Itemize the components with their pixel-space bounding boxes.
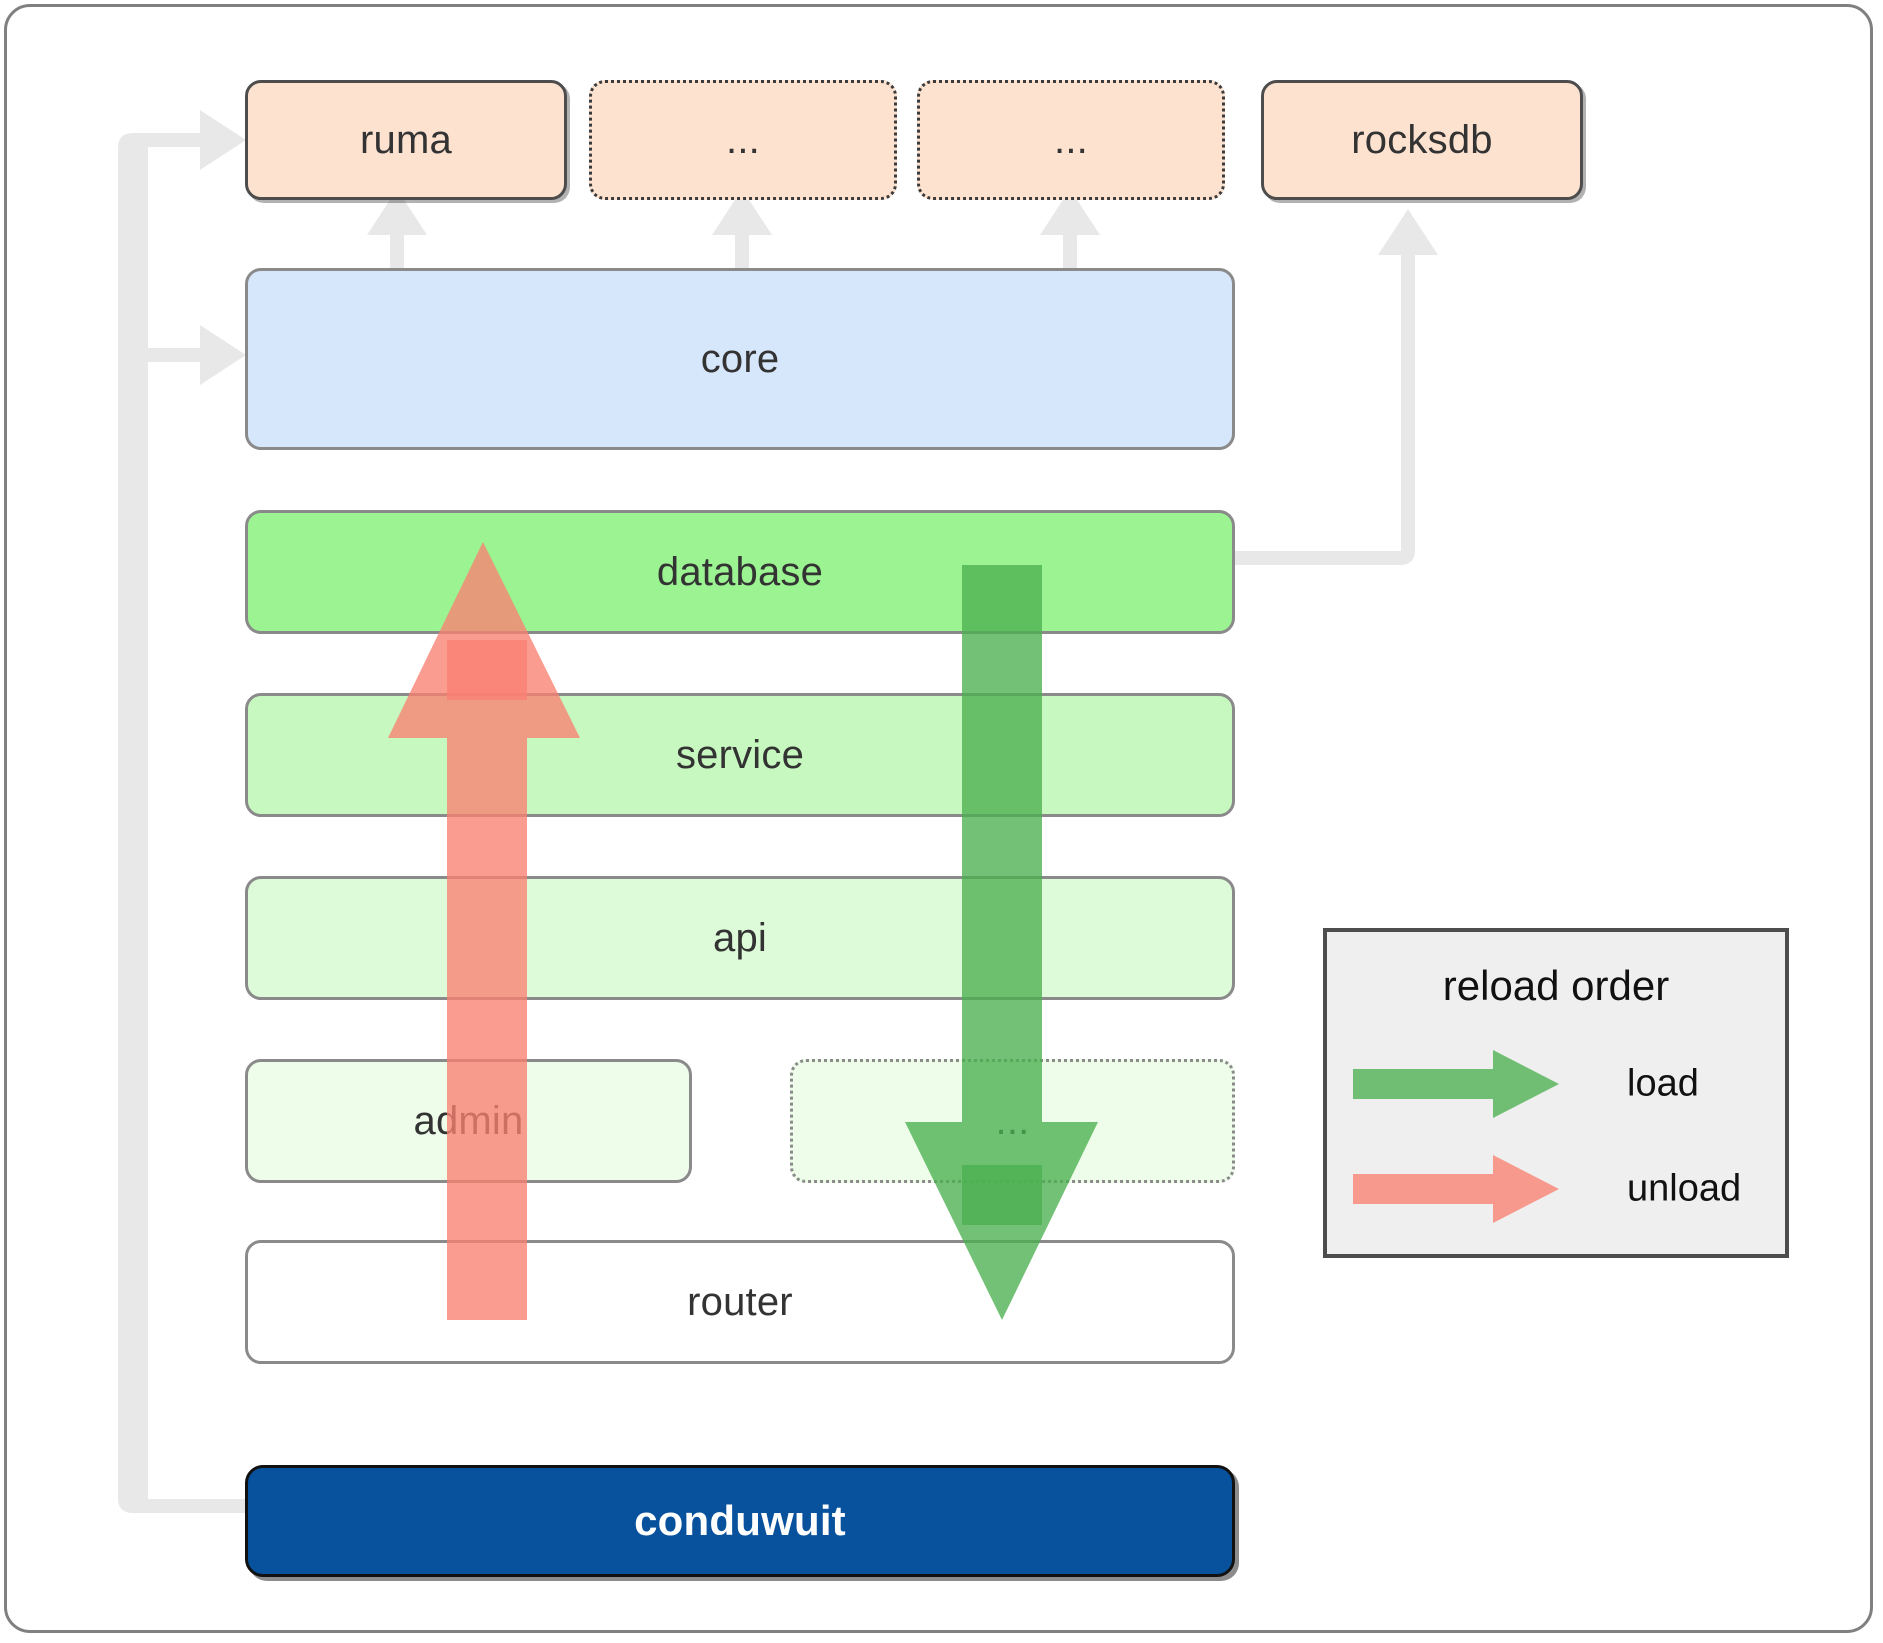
node-core-label: core xyxy=(700,336,780,381)
node-api[interactable]: api xyxy=(245,876,1235,1000)
node-dep-b-label: ... xyxy=(1054,117,1088,162)
unload-arrow-icon xyxy=(1353,1155,1559,1223)
node-dep-a[interactable]: ... xyxy=(589,80,897,200)
node-admin[interactable]: admin xyxy=(245,1059,692,1183)
node-dep-b[interactable]: ... xyxy=(917,80,1225,200)
node-layer-etc-label: ... xyxy=(995,1098,1030,1143)
legend-reload-order: reload order load unload xyxy=(1323,928,1789,1258)
node-rocksdb[interactable]: rocksdb xyxy=(1261,80,1583,200)
node-router-label: router xyxy=(687,1279,793,1324)
load-arrow-icon xyxy=(1353,1050,1559,1118)
node-conduwuit-label: conduwuit xyxy=(634,1497,846,1544)
node-admin-label: admin xyxy=(413,1098,524,1143)
diagram-frame xyxy=(4,4,1873,1633)
node-api-label: api xyxy=(713,915,767,960)
legend-label-load: load xyxy=(1627,1062,1699,1105)
legend-row-load: load xyxy=(1327,1042,1785,1126)
node-database-label: database xyxy=(656,549,824,594)
node-service[interactable]: service xyxy=(245,693,1235,817)
legend-title: reload order xyxy=(1442,962,1670,1009)
node-ruma-label: ruma xyxy=(360,117,452,162)
node-router[interactable]: router xyxy=(245,1240,1235,1364)
node-rocksdb-label: rocksdb xyxy=(1351,117,1493,162)
node-ruma[interactable]: ruma xyxy=(245,80,567,200)
node-database[interactable]: database xyxy=(245,510,1235,634)
node-core[interactable]: core xyxy=(245,268,1235,450)
node-conduwuit[interactable]: conduwuit xyxy=(245,1465,1235,1577)
legend-label-unload: unload xyxy=(1627,1167,1742,1210)
legend-row-unload: unload xyxy=(1327,1147,1785,1231)
node-dep-a-label: ... xyxy=(726,117,760,162)
node-layer-etc[interactable]: ... xyxy=(790,1059,1235,1183)
node-service-label: service xyxy=(675,732,805,777)
